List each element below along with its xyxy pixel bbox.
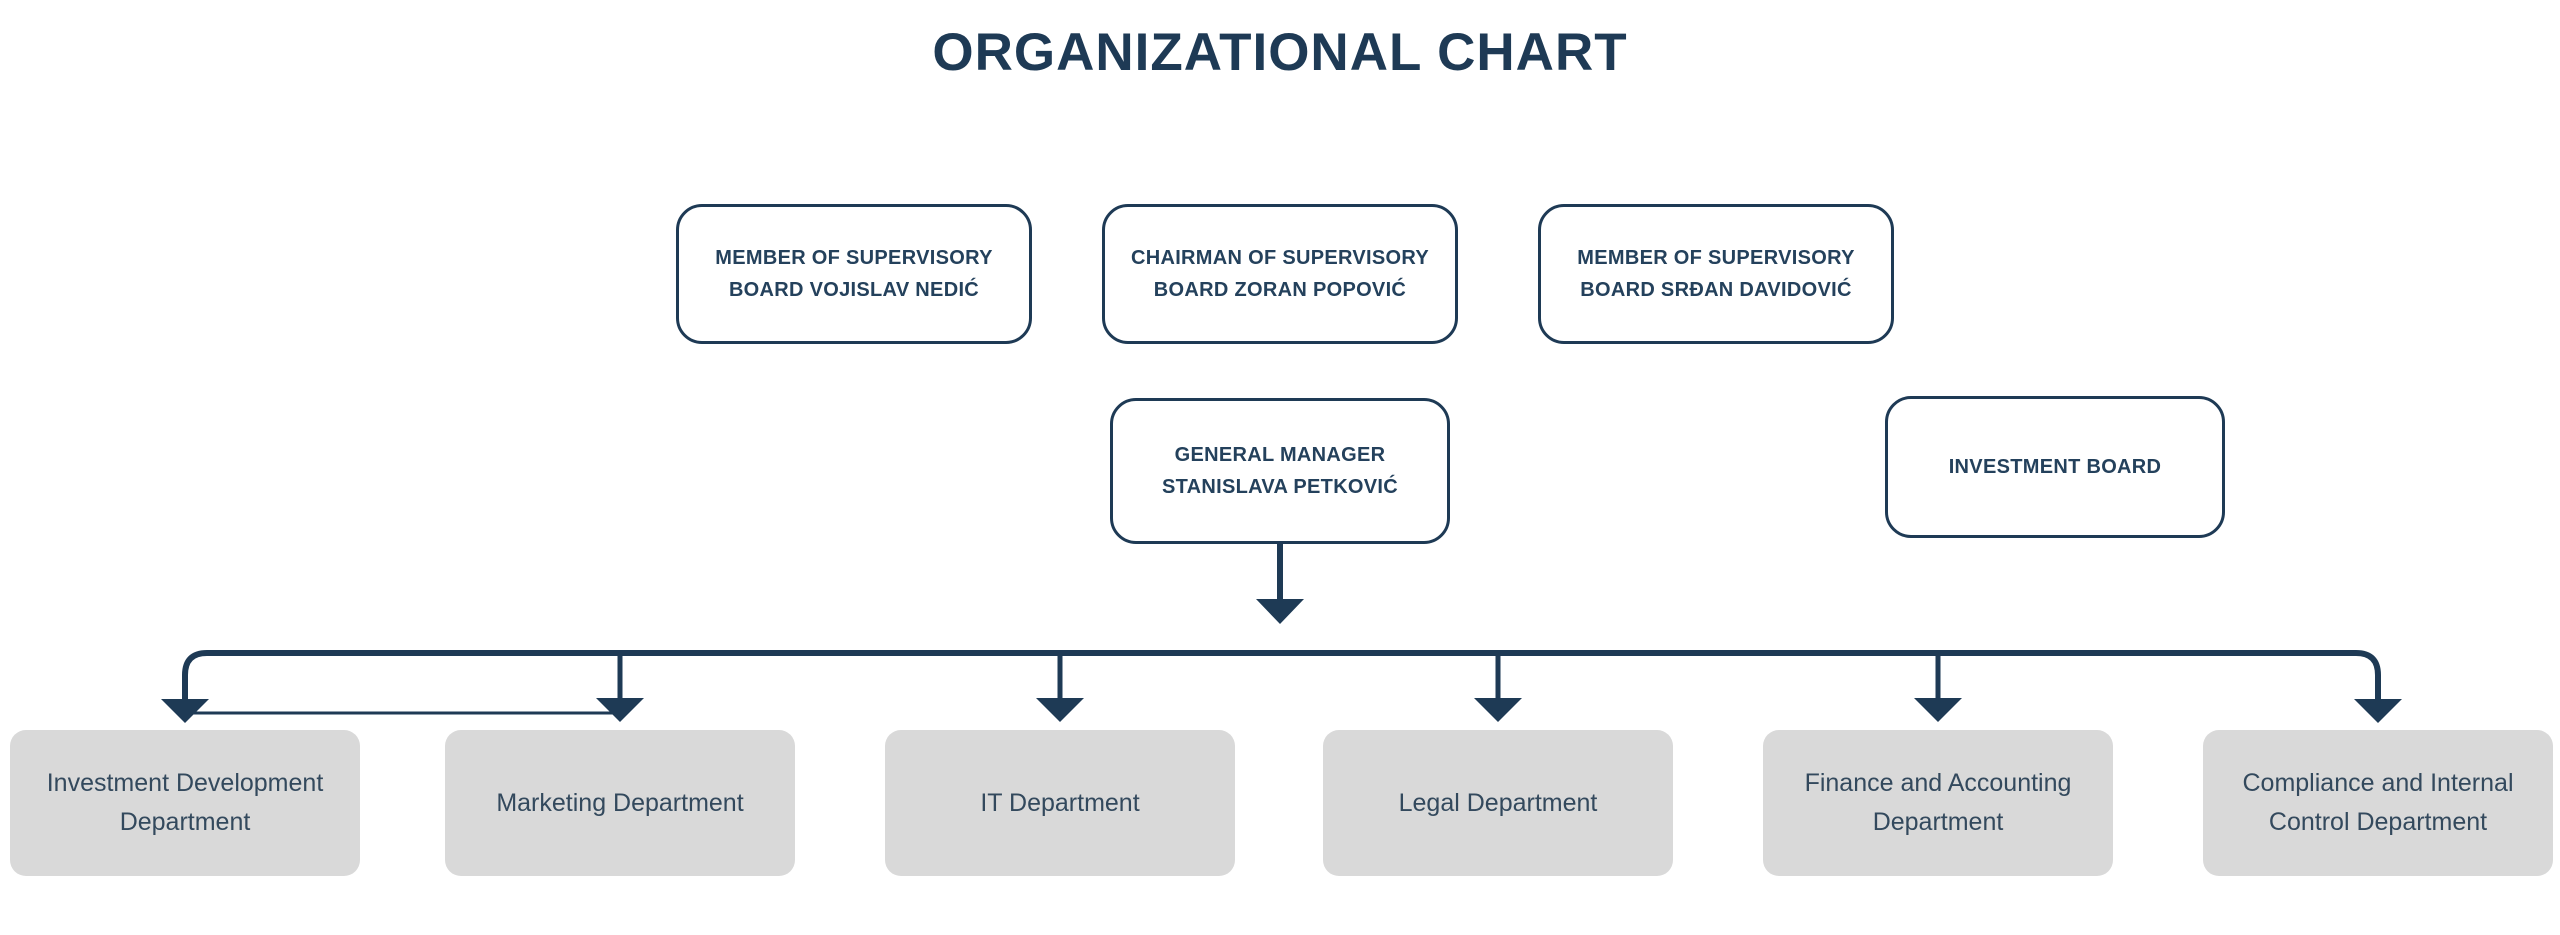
node-label: CHAIRMAN OF SUPERVISORY BOARD ZORAN POPO… (1130, 247, 1430, 301)
connector-arrow-dept-6 (2354, 699, 2402, 723)
node-finance-accounting-department: Finance and Accounting Department (1763, 730, 2113, 876)
connector-main-bar (182, 650, 2381, 700)
connector-arrow-dept-1 (161, 699, 209, 723)
connector-gm-arrow (1256, 599, 1304, 624)
node-label: Investment Development Department (46, 769, 324, 836)
node-marketing-department: Marketing Department (445, 730, 795, 876)
node-supervisory-member-vojislav-nedic: MEMBER OF SUPERVISORY BOARD VOJISLAV NED… (676, 204, 1032, 344)
node-label: MEMBER OF SUPERVISORY BOARD VOJISLAV NED… (715, 247, 993, 301)
node-compliance-internal-control-department: Compliance and Internal Control Departme… (2203, 730, 2553, 876)
node-label: MEMBER OF SUPERVISORY BOARD SRĐAN DAVIDO… (1577, 247, 1855, 301)
node-investment-development-department: Investment Development Department (10, 730, 360, 876)
node-general-manager: GENERAL MANAGER STANISLAVA PETKOVIĆ (1110, 398, 1450, 544)
node-investment-board: INVESTMENT BOARD (1885, 396, 2225, 538)
page-title: ORGANIZATIONAL CHART (932, 23, 1628, 82)
node-label: Marketing Department (496, 788, 744, 817)
connector-arrow-dept-5 (1914, 698, 1962, 722)
node-label: Compliance and Internal Control Departme… (2242, 769, 2514, 836)
node-label: Finance and Accounting Department (1804, 769, 2072, 836)
node-label: GENERAL MANAGER STANISLAVA PETKOVIĆ (1161, 444, 1399, 498)
node-supervisory-member-srdjan-davidovic: MEMBER OF SUPERVISORY BOARD SRĐAN DAVIDO… (1538, 204, 1894, 344)
node-label: INVESTMENT BOARD (1948, 456, 2162, 478)
node-label: Legal Department (1398, 788, 1598, 817)
node-it-department: IT Department (885, 730, 1235, 876)
connector-arrow-dept-4 (1474, 698, 1522, 722)
connector-arrow-dept-2 (596, 698, 644, 722)
node-supervisory-chairman-zoran-popovic: CHAIRMAN OF SUPERVISORY BOARD ZORAN POPO… (1102, 204, 1458, 344)
node-label: IT Department (980, 788, 1140, 817)
connector-arrow-dept-3 (1036, 698, 1084, 722)
node-legal-department: Legal Department (1323, 730, 1673, 876)
